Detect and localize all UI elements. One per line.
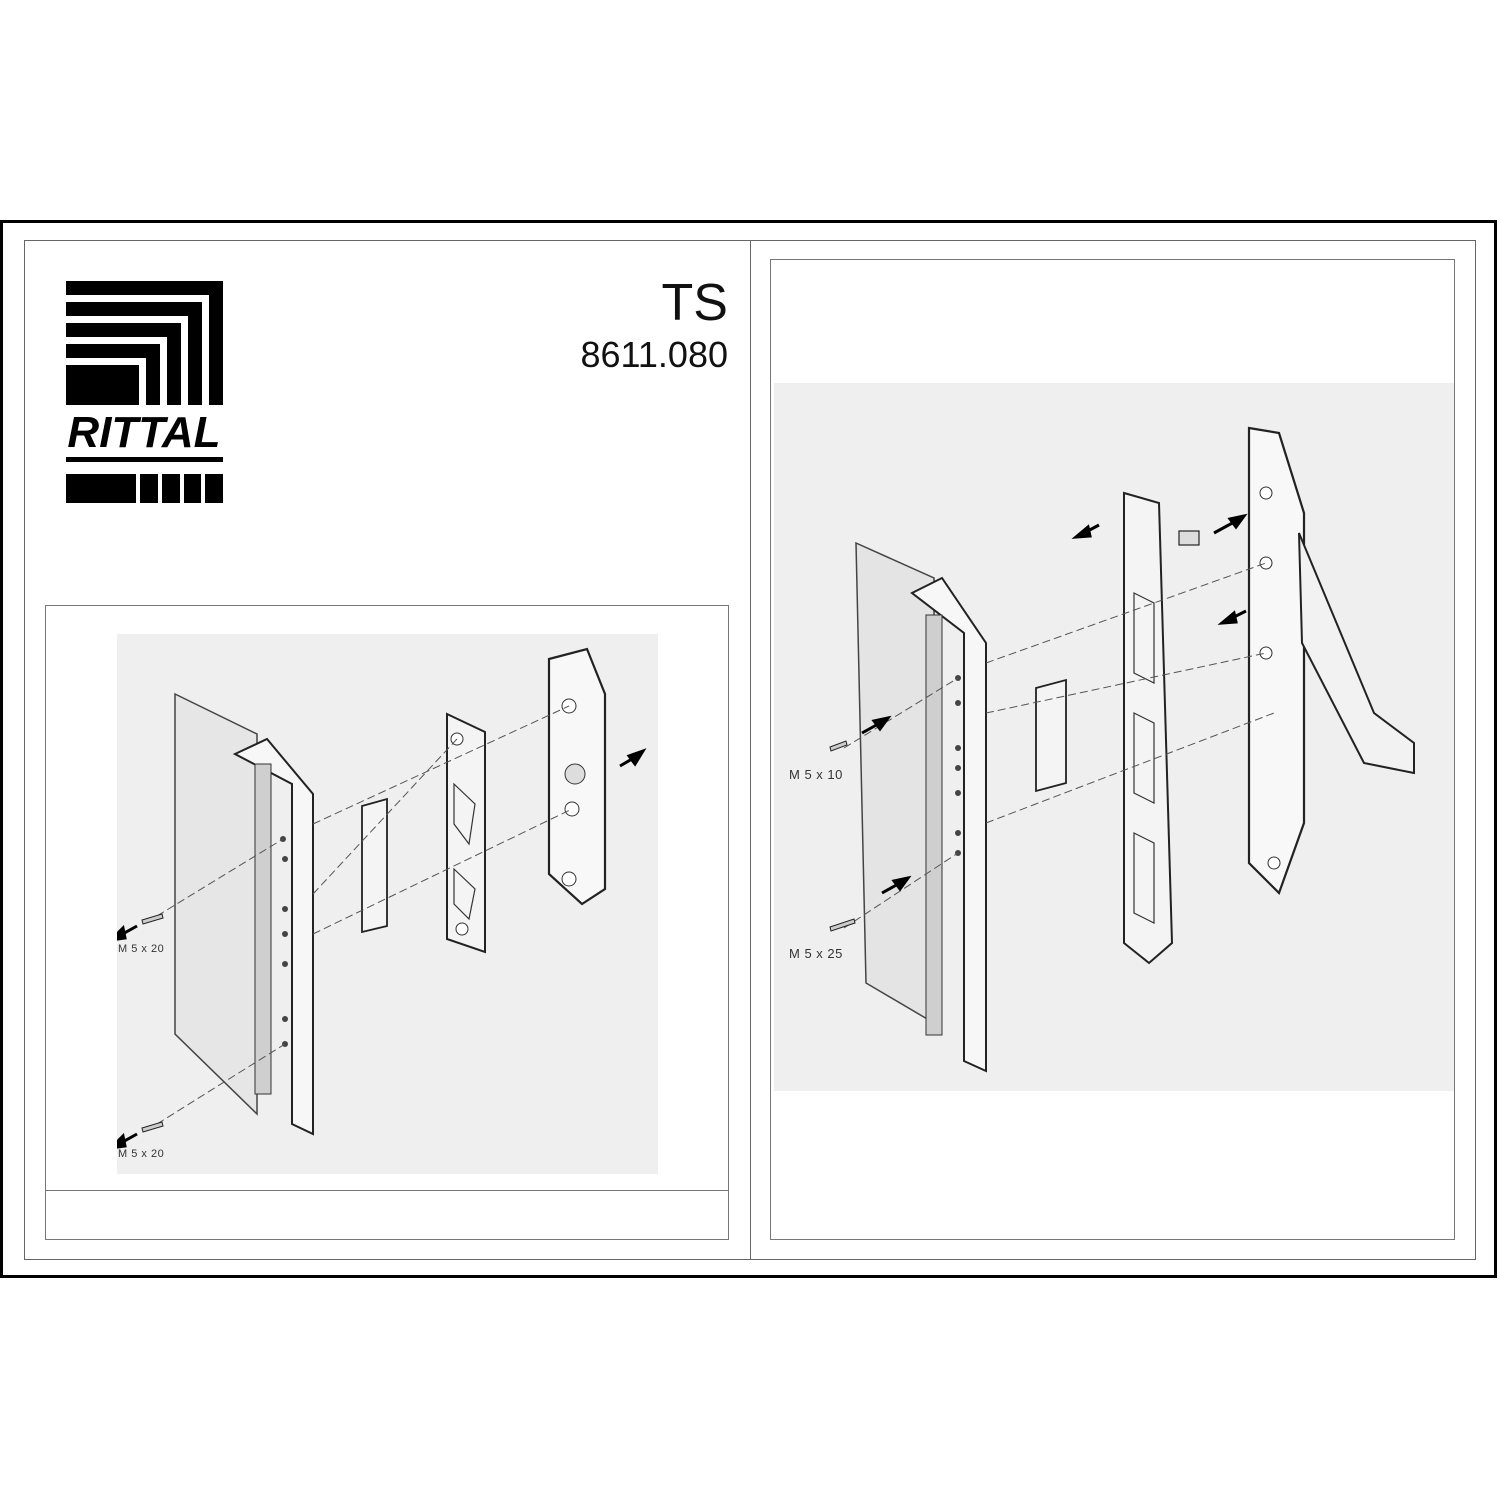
- rittal-logo: RITTAL: [66, 281, 223, 503]
- svg-text:RITTAL: RITTAL: [67, 408, 220, 457]
- header-block: TS 8611.080: [581, 274, 728, 376]
- left-assembly-drawing: [117, 634, 658, 1174]
- center-divider: [750, 240, 751, 1260]
- part-number: 8611.080: [580, 334, 728, 375]
- right-figure-panel: [770, 259, 1455, 1240]
- left-panel-footer-line: [45, 1190, 729, 1191]
- screw-label-lower: M 5 x 20: [118, 1148, 165, 1160]
- screw-label-m5x10: M 5 x 10: [789, 767, 843, 782]
- document-frame: [0, 220, 1497, 1278]
- right-exploded-view: [829, 426, 1415, 1073]
- left-figure-panel: [45, 605, 729, 1240]
- left-exploded-view: [117, 647, 647, 1149]
- screw-label-upper: M 5 x 20: [118, 943, 165, 955]
- rittal-logo-mark: RITTAL: [66, 281, 223, 503]
- series-title: TS: [661, 274, 728, 332]
- right-assembly-drawing: [774, 383, 1454, 1091]
- screw-label-m5x25: M 5 x 25: [789, 946, 843, 961]
